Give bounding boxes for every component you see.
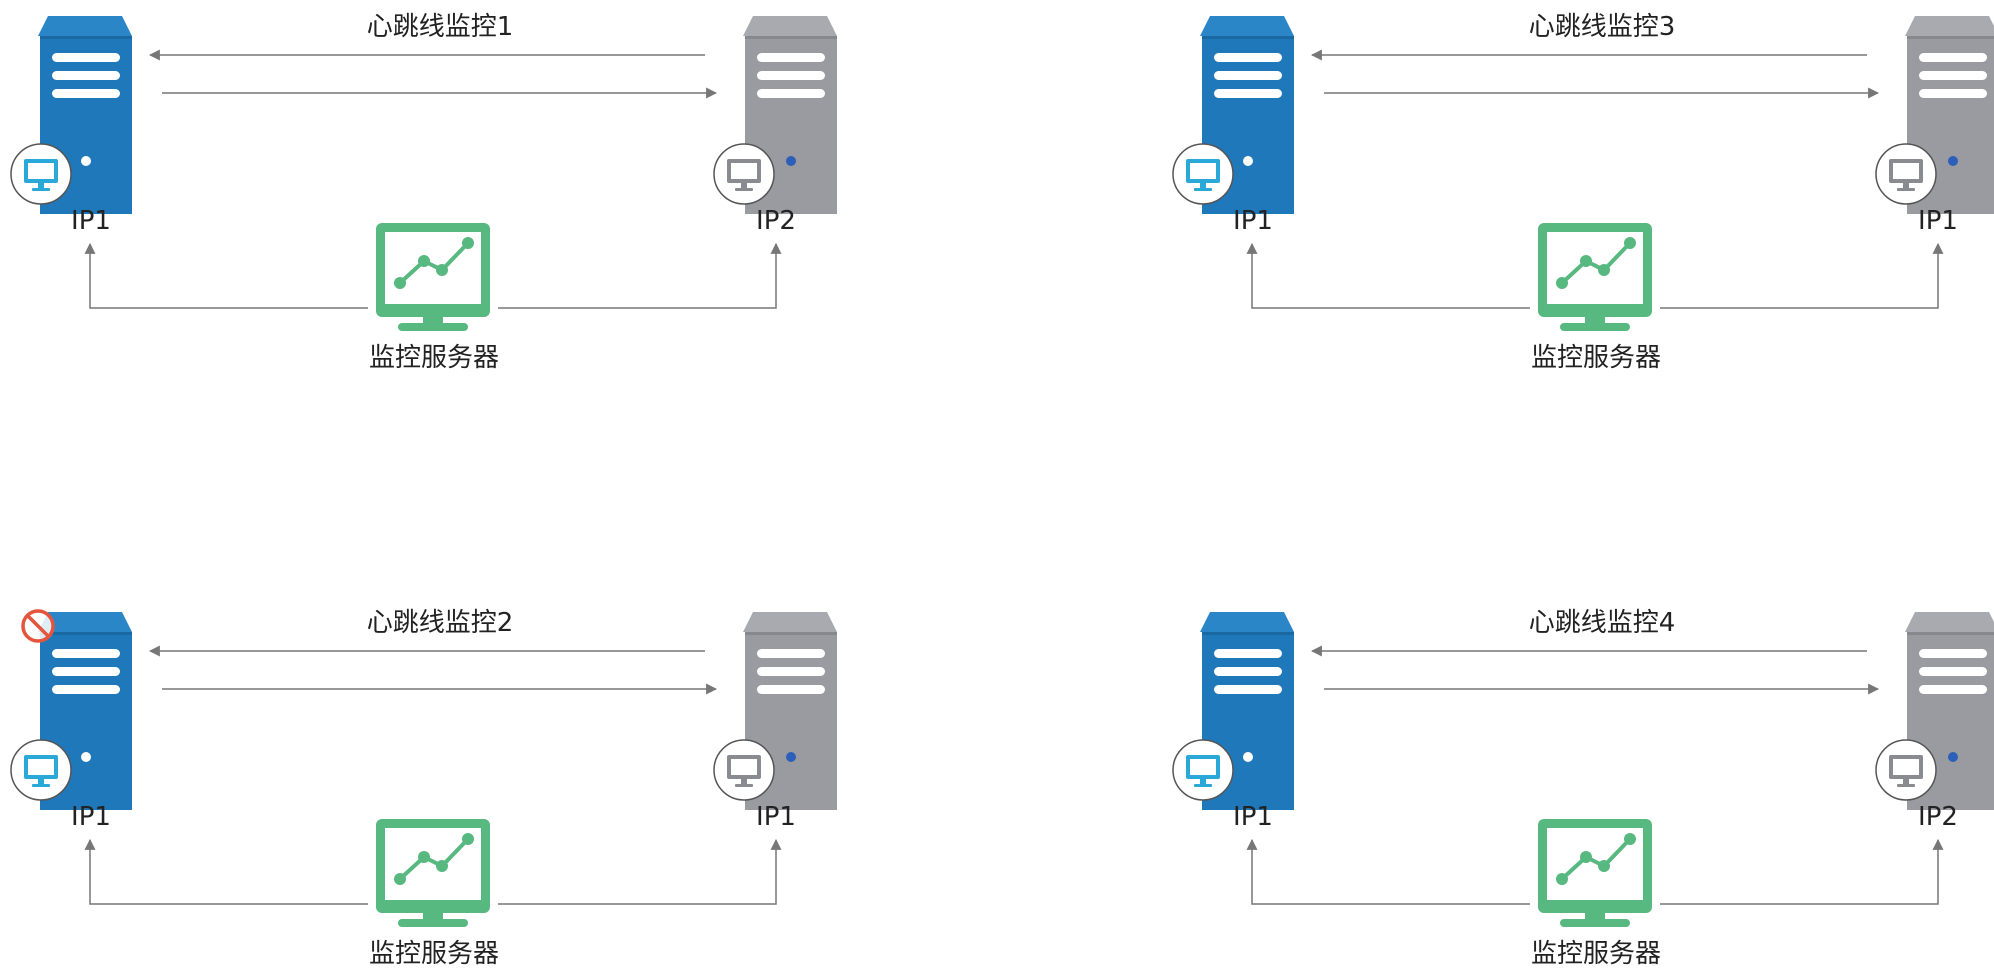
primary-ip-label: IP1 [71,802,111,832]
primary-ip-label: IP1 [1233,206,1273,236]
secondary-ip-label: IP2 [1918,802,1958,832]
secondary-server-icon [1905,16,1994,214]
secondary-desktop-badge-icon [1875,143,1937,205]
secondary-ip-label: IP1 [756,802,796,832]
secondary-desktop-badge-icon [713,739,775,801]
line-chart-monitor-icon [376,819,490,927]
monitor-server-label: 监控服务器 [368,939,500,969]
secondary-desktop-badge-icon [1875,739,1937,801]
secondary-ip-label: IP2 [756,206,796,236]
heartbeat-label: 心跳线监控2 [366,608,514,638]
heartbeat-label: 心跳线监控3 [1528,12,1676,42]
monitor-arrow-left [1246,838,1530,905]
secondary-ip-label: IP1 [1918,206,1958,236]
monitor-server-label: 监控服务器 [1530,939,1662,969]
primary-server-icon [1200,16,1294,214]
line-chart-monitor-icon [1538,223,1652,331]
primary-desktop-badge-icon [1172,143,1234,205]
line-chart-monitor-icon [1538,819,1652,927]
primary-desktop-badge-icon [10,143,72,205]
monitor-arrow-right [1660,838,1944,905]
monitor-arrow-right [498,838,782,905]
prohibited-icon [21,609,55,643]
monitor-arrow-right [1660,242,1944,309]
monitor-arrow-left [84,242,368,309]
monitor-arrow-left [84,838,368,905]
secondary-desktop-badge-icon [713,143,775,205]
heartbeat-label: 心跳线监控4 [1528,608,1676,638]
monitor-arrow-right [498,242,782,309]
primary-desktop-badge-icon [10,739,72,801]
primary-ip-label: IP1 [1233,802,1273,832]
monitor-server-label: 监控服务器 [1530,343,1662,373]
monitor-arrow-left [1246,242,1530,309]
heartbeat-label: 心跳线监控1 [366,12,514,42]
line-chart-monitor-icon [376,223,490,331]
primary-ip-label: IP1 [71,206,111,236]
monitor-server-label: 监控服务器 [368,343,500,373]
primary-desktop-badge-icon [1172,739,1234,801]
